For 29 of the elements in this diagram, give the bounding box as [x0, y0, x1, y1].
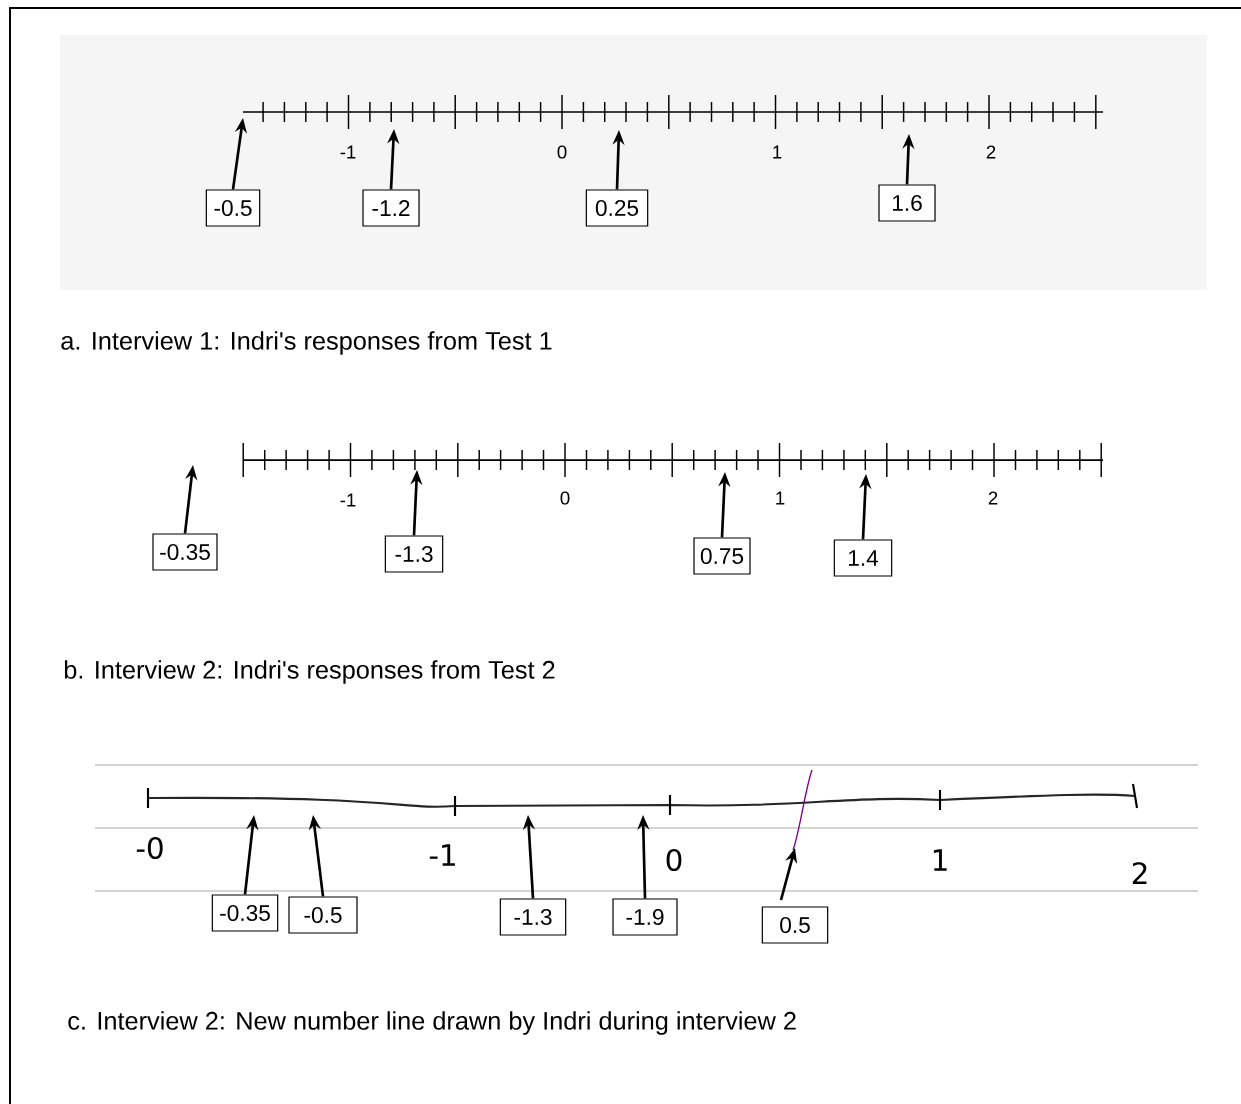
value-box: 0.25 [585, 189, 649, 227]
handwritten-tick-label: 2 [1132, 862, 1147, 884]
tick-label: 1 [776, 491, 785, 505]
value-box: 0.75 [693, 537, 751, 575]
value-box: -0.35 [211, 894, 279, 932]
panel-caption: b. Interview 2: Indri's responses from Test 2 [64, 660, 555, 684]
value-box: 1.4 [833, 539, 893, 577]
value-box: -0.5 [205, 189, 261, 227]
tick-label: -1 [340, 493, 356, 507]
tick-label: 0 [560, 491, 570, 505]
panel-caption: a. Interview 1: Indri's responses from Test 1 [61, 331, 552, 355]
value-box: -0.35 [152, 533, 218, 571]
tick-label: 2 [988, 491, 998, 505]
value-box: -1.2 [362, 189, 420, 227]
value-box: 1.6 [878, 184, 936, 222]
handwritten-tick-label: -1 [429, 844, 455, 866]
panel-caption: c. Interview 2: New number line drawn by Indri during interview 2 [68, 1011, 796, 1035]
handwritten-tick-label: 0 [666, 848, 682, 872]
tick-label: 2 [986, 145, 996, 159]
value-box: -1.9 [612, 898, 678, 936]
value-box: -1.3 [384, 535, 444, 573]
handwritten-tick-label: 1 [933, 849, 947, 871]
tick-label: 0 [557, 145, 567, 159]
value-box: -1.3 [499, 898, 567, 936]
tick-label: 1 [773, 145, 782, 159]
value-box: 0.5 [761, 906, 829, 944]
value-box: -0.5 [288, 896, 358, 934]
tick-label: -1 [340, 145, 356, 159]
handwritten-tick-label: -0 [136, 836, 163, 860]
